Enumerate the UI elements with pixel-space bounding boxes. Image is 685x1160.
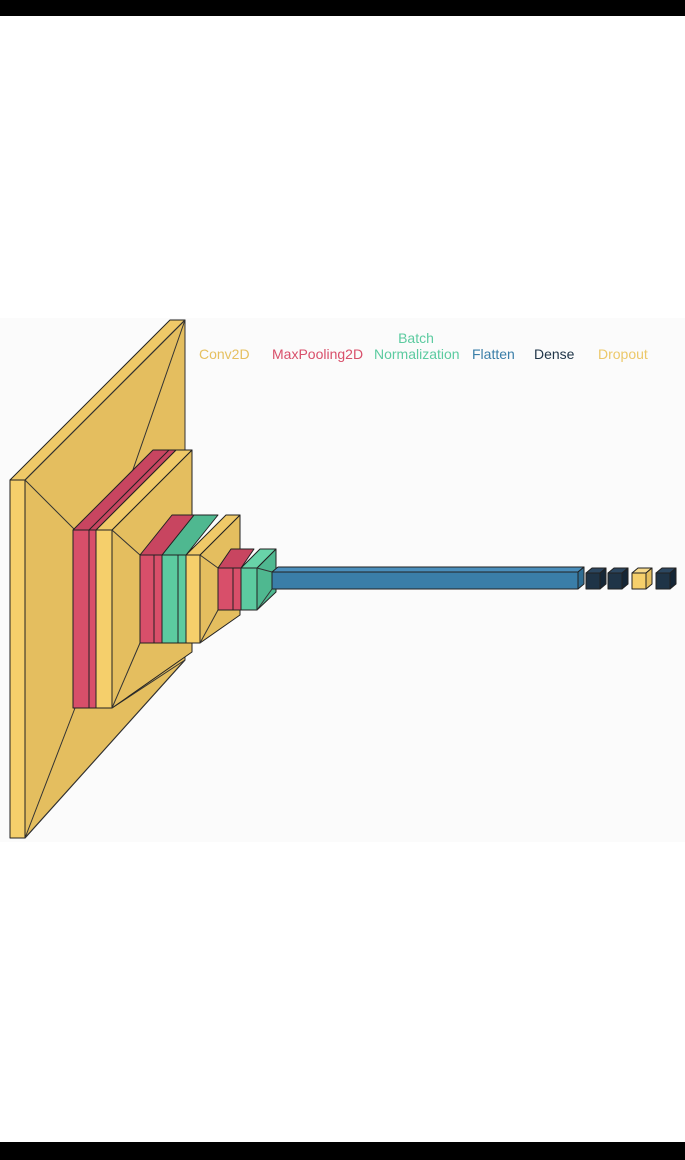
dense-layer-1 (585, 567, 607, 590)
dropout-layer (631, 567, 653, 590)
layer-group-4 (217, 548, 277, 611)
dense-dropout-stack (585, 567, 677, 590)
dense-layer-2 (607, 567, 629, 590)
legend-flatten: Flatten (472, 346, 515, 362)
network-architecture-diagram (9, 319, 677, 839)
flatten-layer (256, 566, 585, 611)
legend-batchnorm-line1: Batch (398, 330, 434, 346)
legend-maxpooling2d: MaxPooling2D (272, 346, 364, 362)
diagram-canvas: Conv2D MaxPooling2D Batch Normalization … (0, 318, 685, 842)
funnel-lines-2 (111, 529, 141, 709)
top-black-bar (0, 0, 685, 16)
legend-dense: Dense (534, 346, 575, 362)
legend-batchnorm-line2: Normalization (374, 346, 460, 362)
funnel-lines-3 (199, 554, 219, 644)
bottom-black-bar (0, 1142, 685, 1160)
legend-dropout: Dropout (598, 346, 648, 362)
legend-conv2d: Conv2D (199, 346, 250, 362)
dense-layer-3 (655, 567, 677, 590)
legend-batchnorm: Batch Normalization (374, 330, 460, 362)
